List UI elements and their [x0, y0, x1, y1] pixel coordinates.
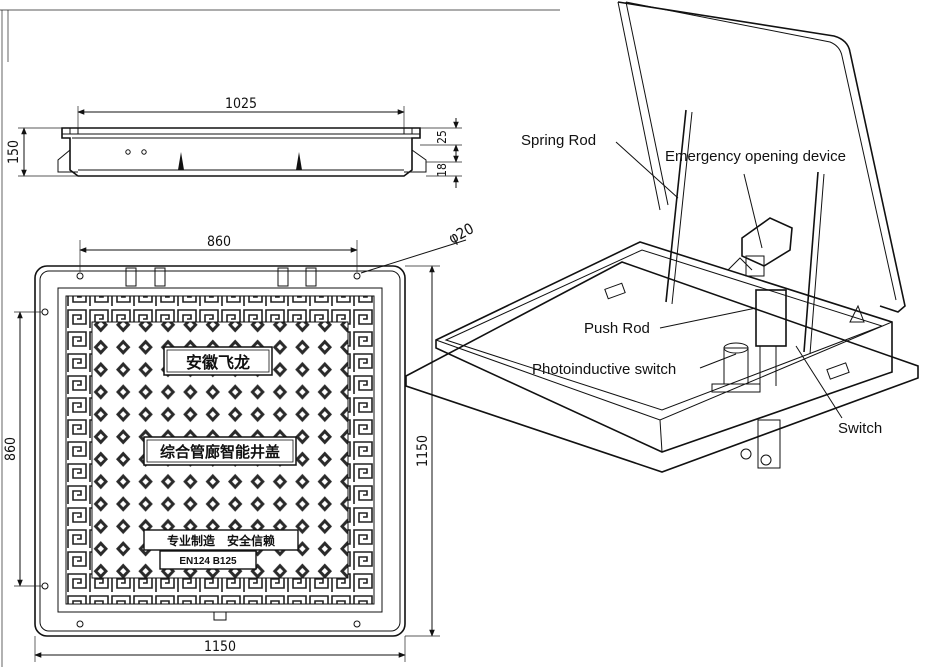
- callout-emergency: Emergency opening device: [665, 148, 846, 165]
- hole-diameter-label: φ20: [445, 219, 476, 247]
- left-hole-span-label: 860: [3, 437, 19, 461]
- outer-height-label: 1150: [415, 435, 431, 467]
- bolt-hole-icon: [41, 308, 49, 316]
- plate-title: 安徽飞龙: [186, 353, 250, 372]
- side-gap-label: 18: [435, 163, 449, 177]
- callout-spring-rod: Spring Rod: [521, 132, 596, 149]
- side-view: 1025 150 25 18: [6, 96, 462, 188]
- plate-slogan: 专业制造 安全信赖: [167, 533, 275, 548]
- callout-switch: Switch: [838, 420, 882, 437]
- top-hole-span-label: 860: [207, 234, 231, 250]
- isometric-view: Spring Rod Emergency opening device Push…: [405, 1, 919, 473]
- side-flange-label: 25: [435, 130, 449, 144]
- bolt-hole-icon: [76, 272, 84, 280]
- bolt-hole-icon: [353, 620, 361, 628]
- bolt-hole-icon: [41, 582, 49, 590]
- plate-standard: EN124 B125: [179, 556, 237, 567]
- side-height-label: 150: [6, 140, 22, 164]
- top-view: 安徽飞龙 综合管廊智能井盖 专业制造 安全信赖 EN124 B125 860 φ…: [3, 219, 477, 662]
- bolt-hole-icon: [353, 272, 361, 280]
- bolt-hole-icon: [76, 620, 84, 628]
- plate-product: 综合管廊智能井盖: [160, 443, 280, 461]
- side-width-label: 1025: [225, 96, 257, 112]
- callout-photo-switch: Photoinductive switch: [532, 361, 676, 378]
- outer-width-label: 1150: [204, 639, 236, 655]
- callout-push-rod: Push Rod: [584, 320, 650, 337]
